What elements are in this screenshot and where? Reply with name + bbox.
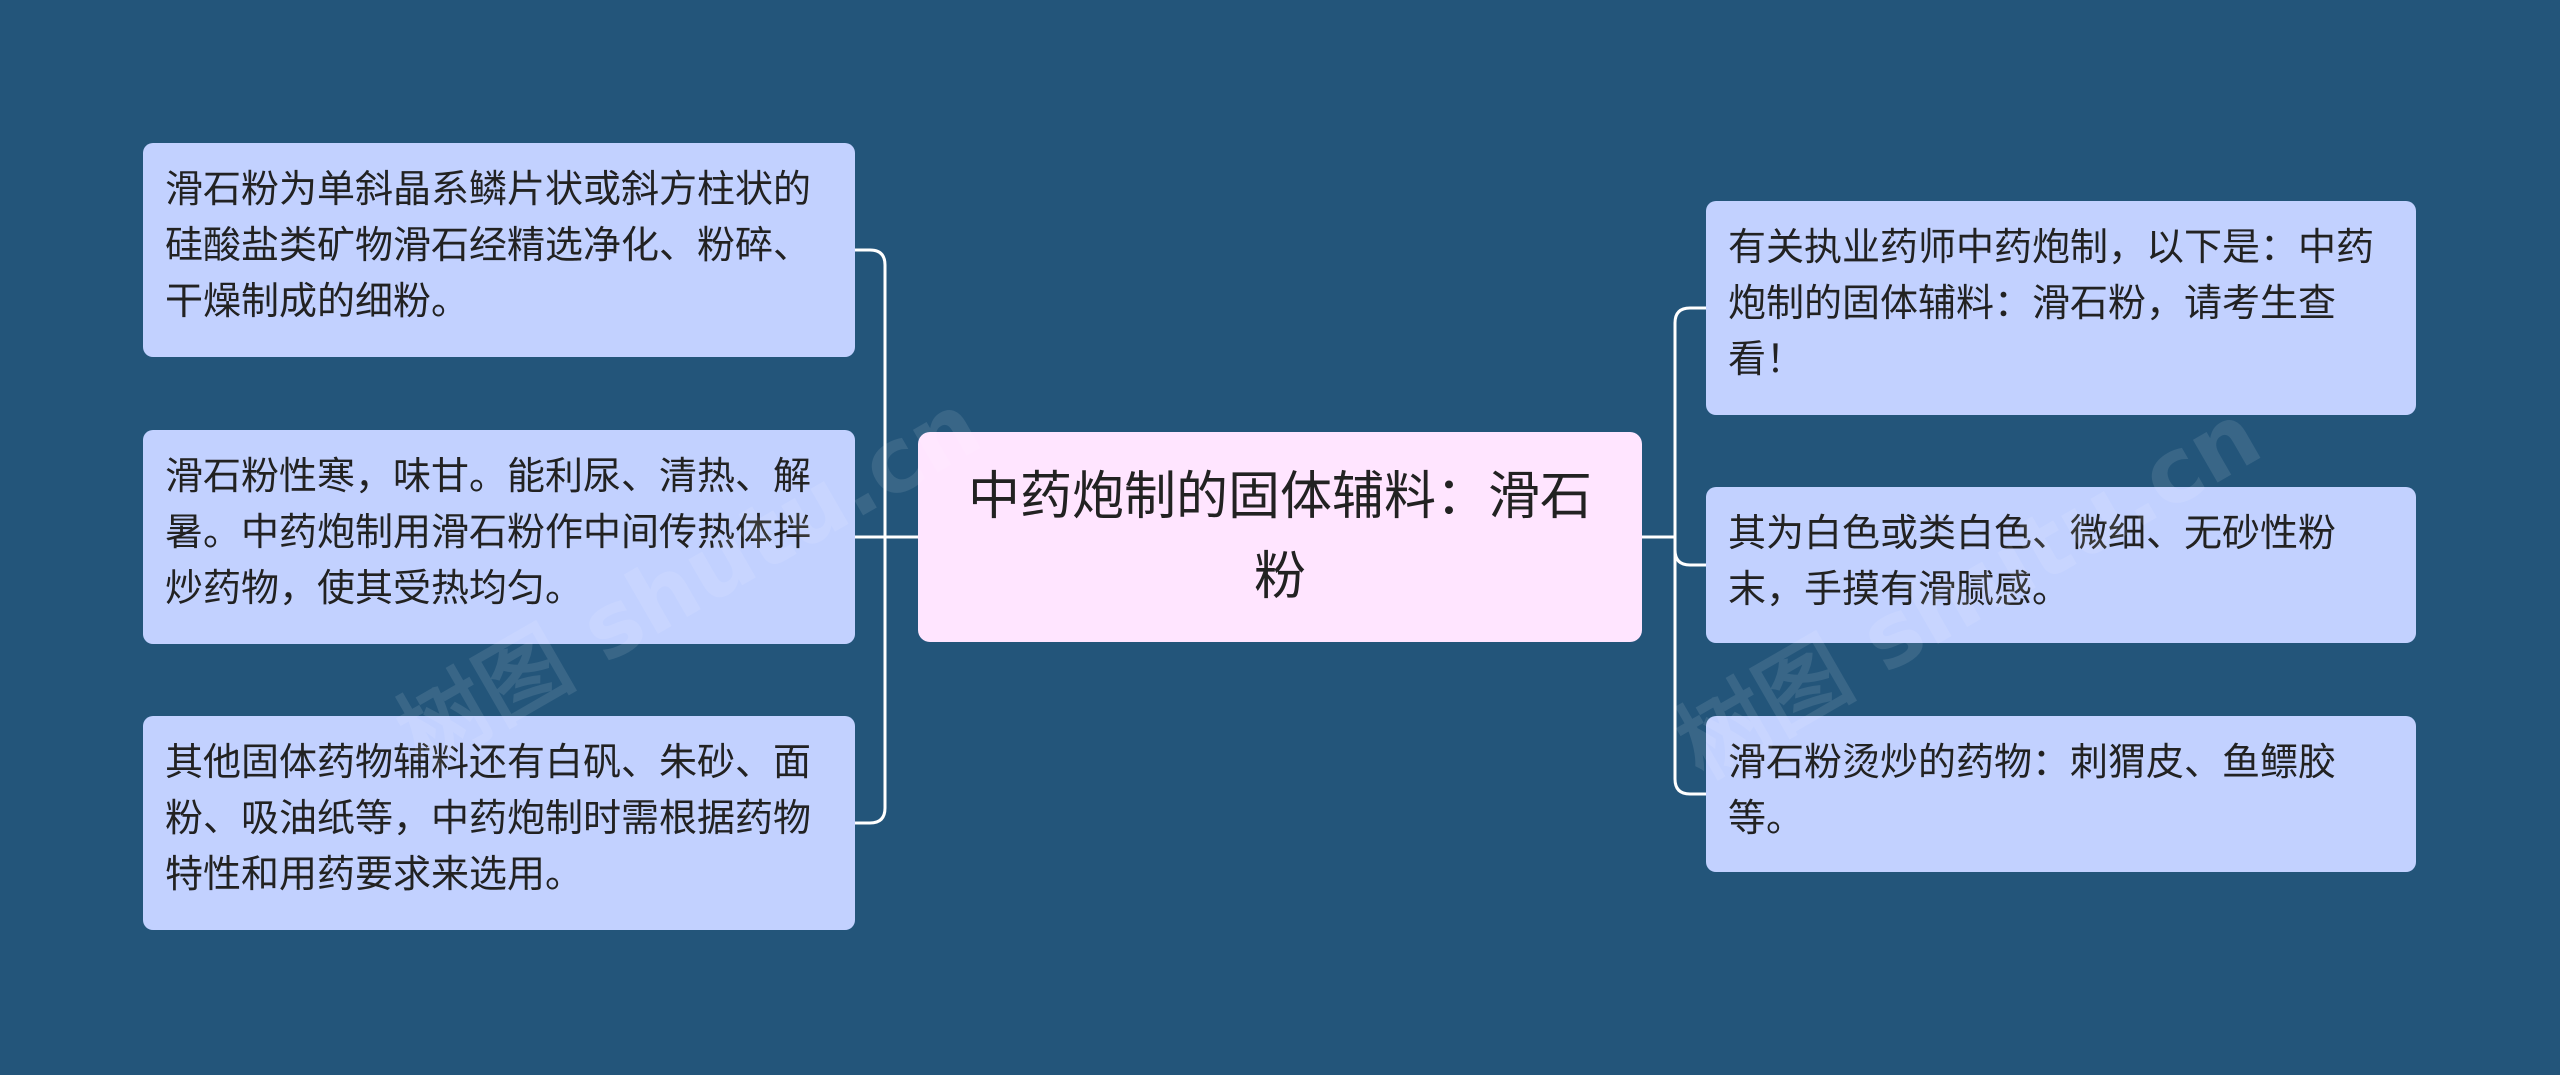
branch-node-right-3[interactable]: 滑石粉烫炒的药物：刺猬皮、鱼鳔胶等。	[1706, 716, 2416, 872]
branch-node-label: 滑石粉烫炒的药物：刺猬皮、鱼鳔胶等。	[1728, 740, 2337, 840]
branch-node-label: 滑石粉性寒，味甘。能利尿、清热、解暑。中药炮制用滑石粉作中间传热体拌炒药物，使其…	[165, 454, 812, 610]
branch-node-label: 其他固体药物辅料还有白矾、朱砂、面粉、吸油纸等，中药炮制时需根据药物特性和用药要…	[165, 740, 812, 896]
branch-node-label: 有关执业药师中药炮制，以下是：中药炮制的固体辅料：滑石粉，请考生查看！	[1728, 225, 2375, 381]
branch-node-left-1[interactable]: 滑石粉为单斜晶系鳞片状或斜方柱状的硅酸盐类矿物滑石经精选净化、粉碎、干燥制成的细…	[143, 143, 855, 357]
connector-left-3	[855, 537, 887, 825]
connector-right-2	[1673, 537, 1706, 567]
central-topic[interactable]: 中药炮制的固体辅料：滑石粉	[918, 432, 1642, 642]
connector-left-1	[855, 248, 887, 537]
branch-node-left-2[interactable]: 滑石粉性寒，味甘。能利尿、清热、解暑。中药炮制用滑石粉作中间传热体拌炒药物，使其…	[143, 430, 855, 644]
branch-node-left-3[interactable]: 其他固体药物辅料还有白矾、朱砂、面粉、吸油纸等，中药炮制时需根据药物特性和用药要…	[143, 716, 855, 930]
branch-node-label: 其为白色或类白色、微细、无砂性粉末，手摸有滑腻感。	[1728, 511, 2337, 611]
branch-node-right-1[interactable]: 有关执业药师中药炮制，以下是：中药炮制的固体辅料：滑石粉，请考生查看！	[1706, 201, 2416, 415]
central-topic-label: 中药炮制的固体辅料：滑石粉	[967, 467, 1592, 607]
connector-right-1	[1673, 306, 1706, 537]
branch-node-right-2[interactable]: 其为白色或类白色、微细、无砂性粉末，手摸有滑腻感。	[1706, 487, 2416, 643]
connector-right-3	[1673, 537, 1706, 796]
branch-node-label: 滑石粉为单斜晶系鳞片状或斜方柱状的硅酸盐类矿物滑石经精选净化、粉碎、干燥制成的细…	[165, 167, 812, 323]
